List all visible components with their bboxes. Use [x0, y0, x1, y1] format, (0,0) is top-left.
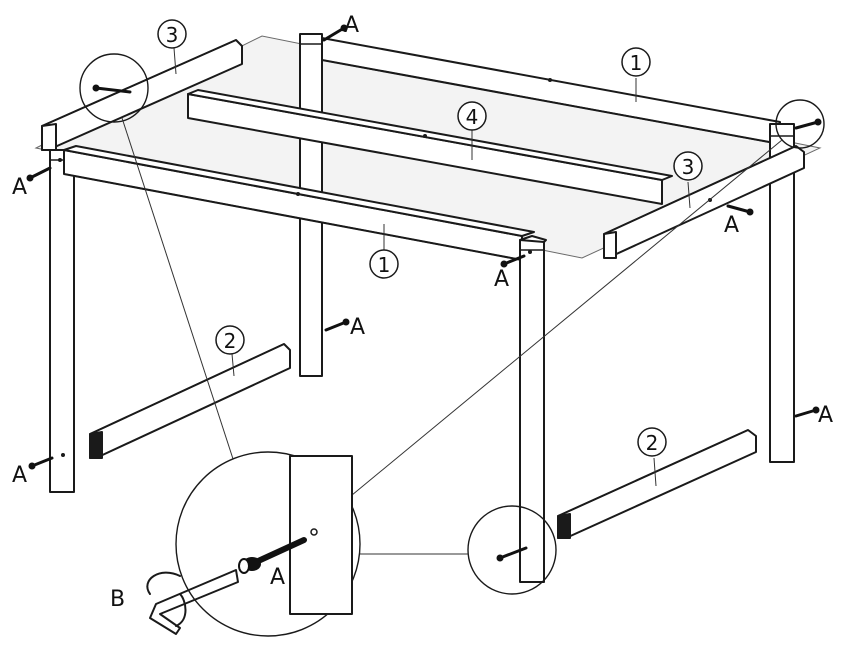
label-a-right-bottom: A [818, 403, 833, 428]
callout-left [79, 53, 149, 123]
part-label-4: 4 [466, 105, 479, 129]
part-label-2-right: 2 [646, 431, 659, 455]
detail-magnified [175, 451, 361, 637]
end-rail-right [603, 145, 805, 259]
lower-brace-right [557, 429, 757, 539]
callout-front [467, 505, 557, 595]
label-a-left-bottom: A [12, 463, 27, 488]
label-a-right-top: A [724, 213, 739, 238]
part-label-1-back: 1 [630, 51, 643, 75]
bolt-top-back [322, 24, 348, 42]
lower-brace-left [89, 343, 291, 459]
bolt-right-top [726, 204, 754, 216]
leg-back-right [769, 123, 795, 463]
label-a-detail: A [270, 565, 285, 590]
bolt-right-bottom [794, 406, 820, 418]
hex-key [146, 569, 239, 635]
center-rail [187, 89, 673, 205]
bolt-front-leg-top [500, 254, 526, 268]
hardware-labels: A A A A A A A A B [12, 13, 833, 612]
label-b-hex-key: B [110, 587, 125, 612]
label-a-mid-back-leg: A [350, 315, 365, 340]
part-number-callouts: 3 1 4 3 1 2 2 [157, 19, 703, 487]
end-rail-left [41, 39, 243, 151]
part-label-2-left: 2 [224, 329, 237, 353]
label-a-top-back: A [344, 13, 359, 38]
bolt-left-top [26, 166, 52, 182]
part-label-3-left: 3 [166, 23, 179, 47]
leg-front-left [49, 149, 75, 493]
part-label-1-front: 1 [378, 253, 391, 277]
callout-right [775, 99, 825, 149]
part-label-3-right: 3 [682, 155, 695, 179]
bolt-mid-back-leg [324, 318, 350, 332]
leader-lines [121, 117, 783, 555]
label-a-front-leg-top: A [494, 267, 509, 292]
label-a-left-top: A [12, 175, 27, 200]
bolt-left-bottom [28, 456, 54, 470]
leg-front-right [519, 235, 547, 583]
side-rail-front [63, 145, 535, 261]
